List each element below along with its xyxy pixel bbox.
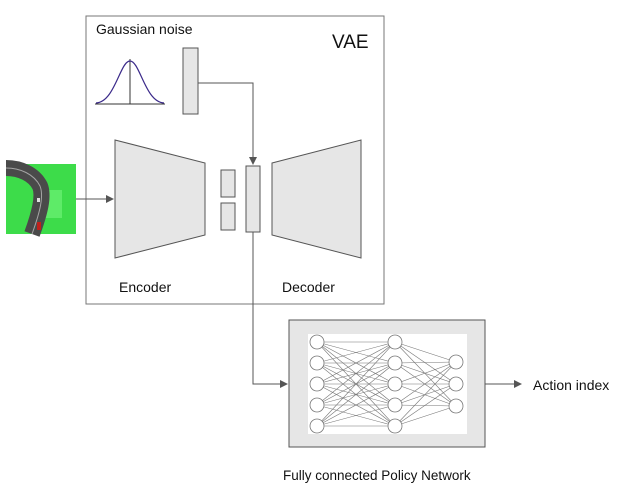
- mean-vector: [220, 169, 236, 198]
- network-node-layer-3: [448, 354, 464, 370]
- network-node-layer-1: [309, 418, 325, 434]
- network-edge: [394, 361, 457, 385]
- noise-vector: [182, 47, 199, 115]
- vae-label: VAE: [332, 32, 369, 53]
- network-node-layer-1: [309, 397, 325, 413]
- encoder-block: [114, 139, 206, 259]
- network-node-layer-1: [309, 376, 325, 392]
- latent-vector: [245, 165, 261, 233]
- network-edge: [394, 362, 457, 407]
- network-edges: [316, 341, 457, 427]
- gaussian-curve-icon: [95, 59, 165, 105]
- network-edge: [394, 341, 457, 385]
- network-edge: [394, 361, 457, 406]
- network-node-layer-1: [309, 334, 325, 350]
- policy-network-label: Fully connected Policy Network: [283, 468, 471, 483]
- network-edge: [394, 405, 457, 427]
- network-node-layer-3: [448, 398, 464, 414]
- network-edge: [394, 341, 457, 363]
- decoder-label: Decoder: [282, 279, 335, 295]
- input-game-image: [5, 160, 76, 237]
- network-edge: [316, 341, 396, 385]
- action-index-label: Action index: [533, 377, 610, 393]
- network-edge: [316, 341, 396, 406]
- network-edge: [316, 404, 396, 427]
- network-node-layer-3: [448, 376, 464, 392]
- network-nodes: [309, 334, 464, 434]
- network-edge: [316, 362, 396, 427]
- network-edge: [316, 341, 396, 427]
- network-edge: [394, 383, 457, 407]
- network-edge: [394, 383, 457, 406]
- network-node-layer-2: [387, 376, 403, 392]
- network-node-layer-2: [387, 355, 403, 371]
- gaussian-noise-label: Gaussian noise: [96, 21, 193, 37]
- vae-box: [85, 15, 385, 305]
- network-edge: [394, 404, 457, 407]
- encoder-label: Encoder: [119, 279, 172, 295]
- network-edge: [316, 341, 396, 364]
- network-edge: [394, 361, 457, 364]
- noise-to-latent-arrow: [198, 82, 257, 165]
- decoder-block: [271, 139, 362, 259]
- network-edge: [394, 383, 457, 427]
- network-edge: [394, 341, 457, 407]
- network-edge: [316, 383, 396, 427]
- network-edge: [394, 362, 457, 385]
- latent-to-policy-arrow: [252, 232, 288, 388]
- network-node-layer-2: [387, 418, 403, 434]
- network-node-layer-1: [309, 355, 325, 371]
- variance-vector: [220, 202, 236, 231]
- network-node-layer-2: [387, 334, 403, 350]
- network-node-layer-2: [387, 397, 403, 413]
- network-edge: [394, 361, 457, 427]
